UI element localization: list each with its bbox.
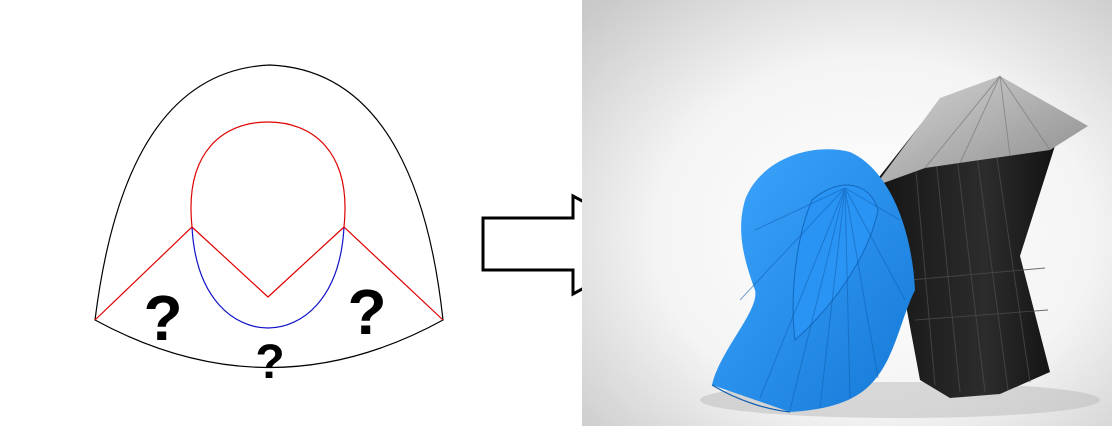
blue-ellipse-arc [191, 226, 345, 329]
pattern-diagram: ? ? ? [94, 64, 444, 389]
blue-printed-model [711, 149, 915, 413]
red-zigzag-lines [94, 226, 444, 321]
photo-panel [582, 0, 1112, 426]
red-ellipse-arc [190, 121, 346, 228]
question-mark-bottom: ? [255, 336, 284, 389]
outer-outline [94, 64, 444, 369]
question-mark-right: ? [347, 276, 386, 348]
black-printed-model [872, 96, 1060, 398]
silver-cap [875, 75, 1088, 186]
question-mark-left: ? [143, 282, 182, 354]
